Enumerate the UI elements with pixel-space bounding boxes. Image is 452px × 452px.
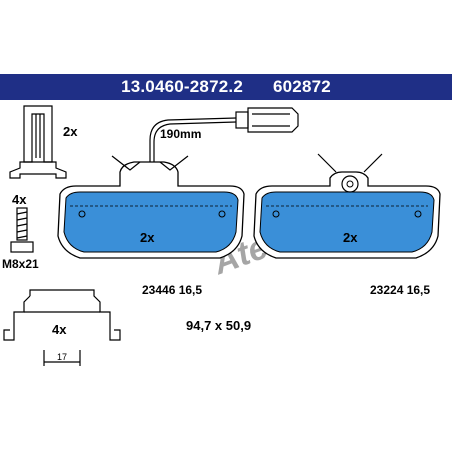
pad-dimensions: 94,7 x 50,9 — [186, 318, 251, 333]
left-pad-quantity: 2x — [140, 230, 155, 245]
right-pad-quantity: 2x — [343, 230, 358, 245]
wear-sensor-icon — [149, 107, 299, 168]
reference-number: 602872 — [272, 77, 331, 96]
shim-width: 17 — [57, 352, 67, 362]
part-number: 13.0460-2872.2 — [121, 77, 243, 96]
left-pad-code: 23446 16,5 — [142, 283, 202, 297]
bolt-icon — [10, 207, 34, 253]
spring-clip-icon — [9, 105, 67, 179]
shim-icon — [3, 289, 121, 366]
bolt-size: M8x21 — [2, 257, 39, 271]
right-brake-pad — [253, 153, 441, 259]
bolt-quantity: 4x — [12, 192, 27, 207]
clip-quantity: 2x — [63, 124, 78, 139]
right-pad-code: 23224 16,5 — [370, 283, 430, 297]
shim-quantity: 4x — [52, 322, 67, 337]
header-bar: 13.0460-2872.2 602872 — [0, 74, 452, 100]
wire-length: 190mm — [160, 127, 201, 141]
left-brake-pad — [57, 155, 245, 259]
